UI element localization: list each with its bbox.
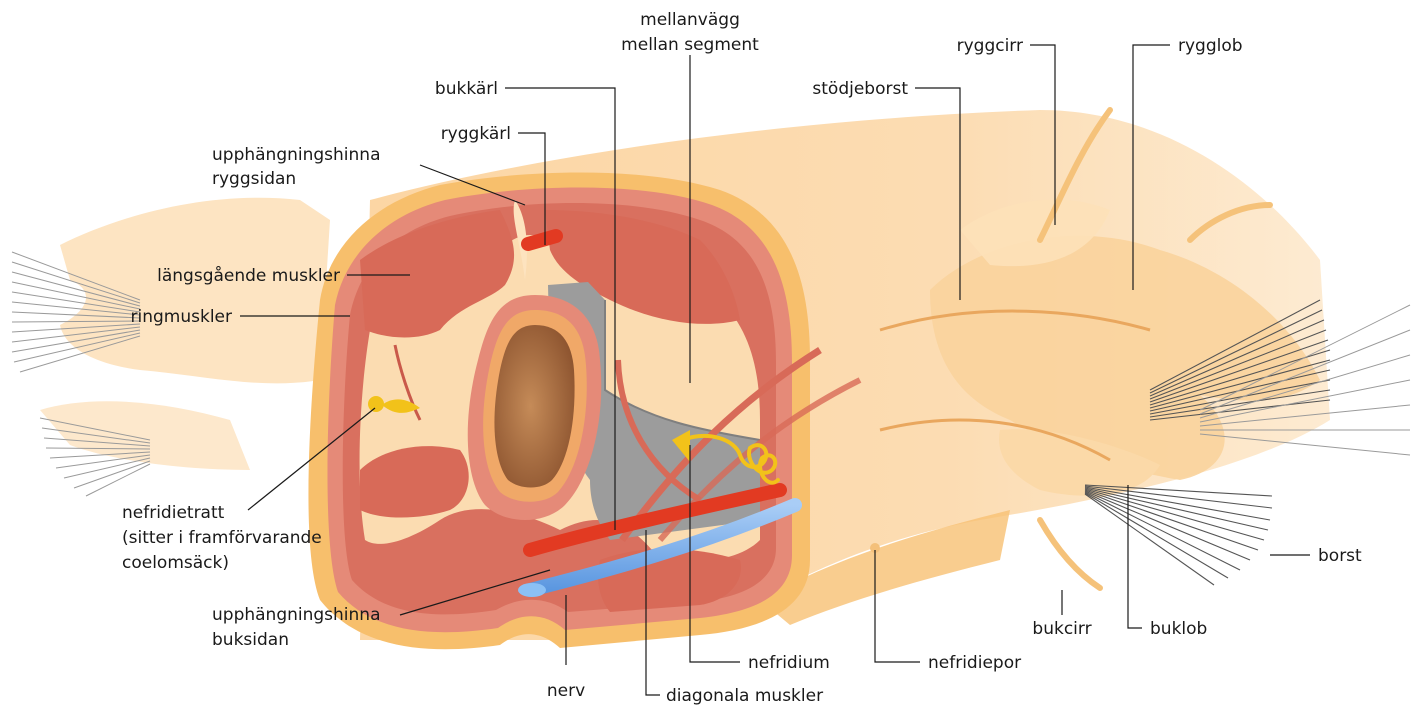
label-mellanvagg-line2: mellan segment xyxy=(621,35,759,55)
label-rygglob: rygglob xyxy=(1178,36,1243,56)
label-buklob: buklob xyxy=(1150,619,1207,639)
label-nefridiepor: nefridiepor xyxy=(928,653,1021,673)
label-bukcirr: bukcirr xyxy=(1032,619,1091,639)
label-ringmuskler: ringmuskler xyxy=(131,307,233,327)
label-nefridium: nefridium xyxy=(748,653,830,673)
label-upphang-rygg-line2: ryggsidan xyxy=(212,169,296,189)
label-nefridietratt-line1: nefridietratt xyxy=(122,503,225,523)
label-stodjeborst: stödjeborst xyxy=(812,79,908,99)
label-mellanvagg-line1: mellanvägg xyxy=(640,10,740,30)
label-nefridietratt-line2: (sitter i framförvarande xyxy=(122,528,322,548)
label-diagonala-muskler: diagonala muskler xyxy=(666,686,823,706)
label-ryggkarl: ryggkärl xyxy=(441,124,511,144)
label-upphang-buk-line1: upphängningshinna xyxy=(212,605,381,625)
label-upphang-rygg-line1: upphängningshinna xyxy=(212,145,381,165)
label-borst: borst xyxy=(1318,546,1362,566)
label-langsgaende-muskler: längsgående muskler xyxy=(157,265,340,286)
label-bukkarl: bukkärl xyxy=(435,79,498,99)
label-upphang-buk-line2: buksidan xyxy=(212,630,289,650)
label-nerv: nerv xyxy=(547,681,585,701)
dorsal-vessel xyxy=(528,236,556,244)
label-ryggcirr: ryggcirr xyxy=(957,36,1023,56)
label-nefridietratt-line3: coelomsäck) xyxy=(122,553,229,573)
